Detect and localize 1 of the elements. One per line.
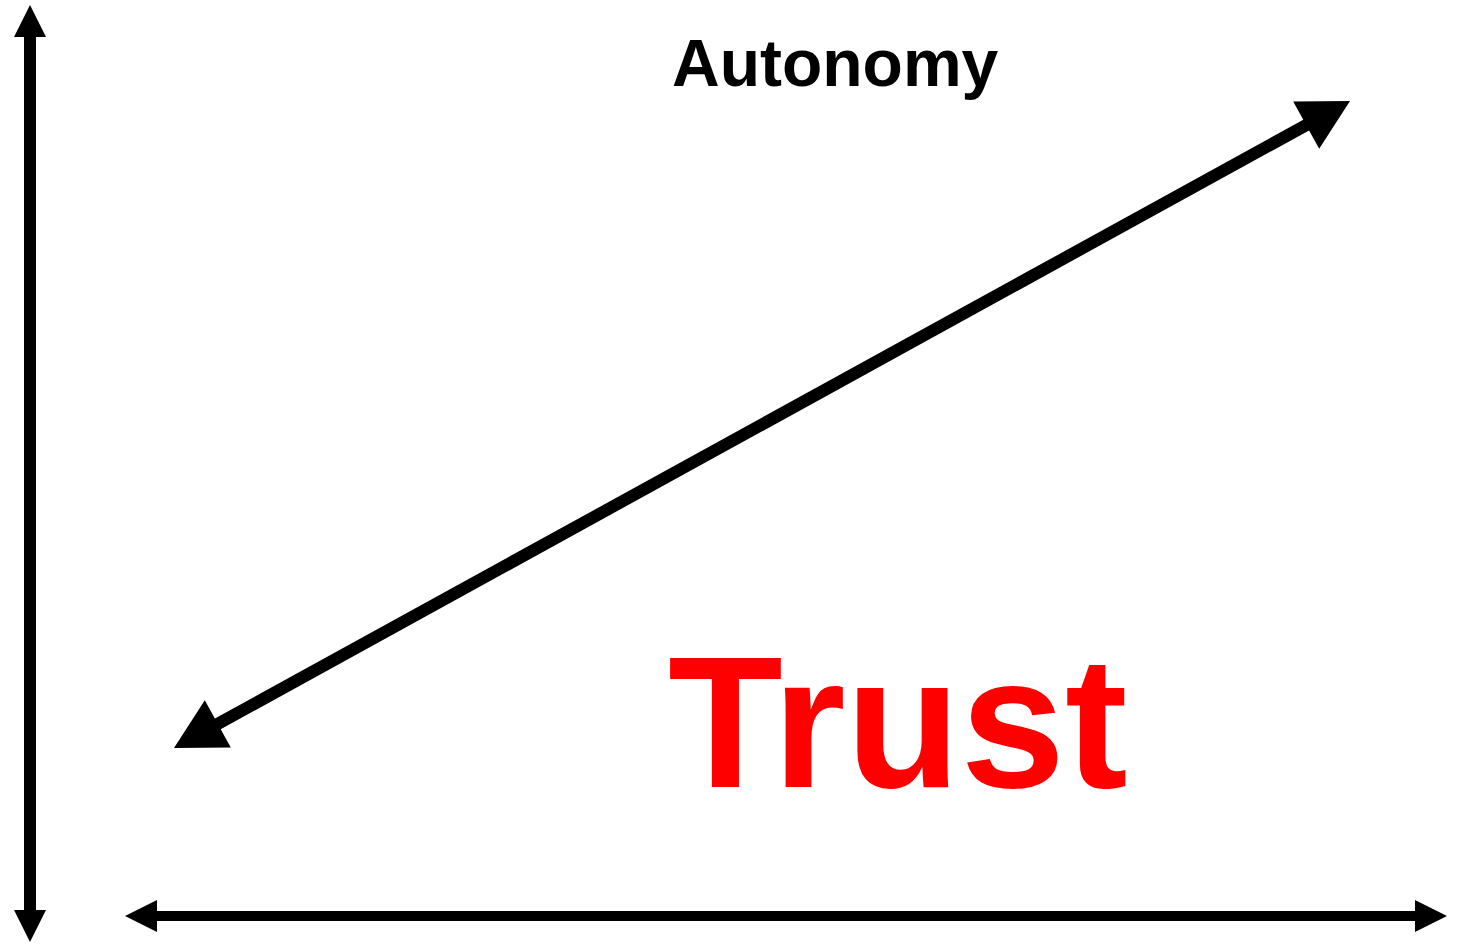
title-label: Trust <box>668 628 1128 816</box>
